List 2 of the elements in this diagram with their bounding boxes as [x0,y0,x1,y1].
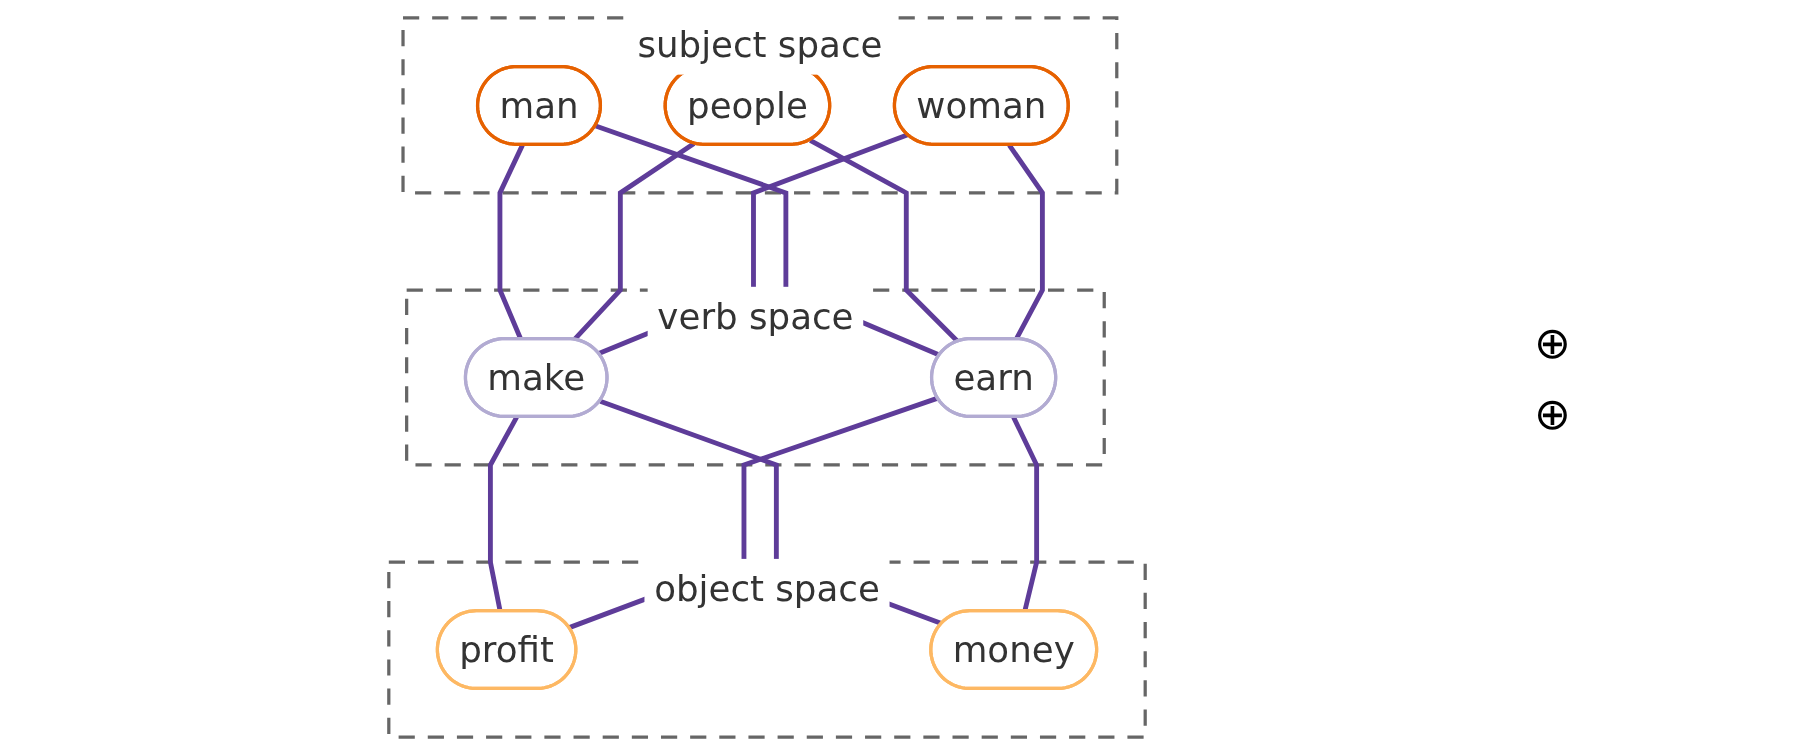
direct-sum-symbol: ⊕ [1534,387,1571,439]
direct-sum-symbol: ⊕ [1534,316,1571,368]
